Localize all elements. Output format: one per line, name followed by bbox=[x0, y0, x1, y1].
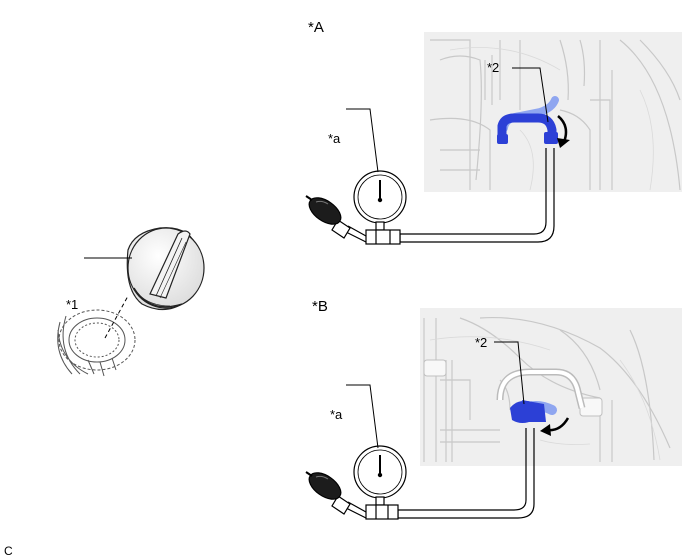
panel-a-hand-pump bbox=[305, 195, 367, 243]
panel-b-highlighted-hose bbox=[510, 400, 557, 423]
panel-a-pressure-gauge bbox=[353, 170, 407, 245]
panel-b-pressure-gauge bbox=[353, 445, 407, 520]
callout-2-top: *2 bbox=[487, 60, 500, 75]
panel-a-highlighted-hose bbox=[497, 96, 559, 144]
fuel-cap-illustration bbox=[57, 227, 205, 377]
callout-1: *1 bbox=[66, 297, 79, 312]
callout-a-bottom: *a bbox=[330, 407, 343, 422]
panel-a-callout-a-leader bbox=[346, 108, 379, 173]
callout-2-bottom: *2 bbox=[475, 335, 488, 350]
panel-b-label: *B bbox=[312, 298, 328, 315]
filler-neck bbox=[57, 309, 136, 377]
callout-a-top: *a bbox=[328, 131, 341, 146]
cap-axis-line bbox=[104, 295, 129, 339]
panel-b-rotate-arrowhead bbox=[540, 424, 551, 436]
panel-b-callout-a-leader bbox=[346, 384, 379, 449]
panel-a-label: *A bbox=[308, 19, 324, 36]
panel-a-engine-bay bbox=[424, 32, 682, 192]
panel-b-engine-bay bbox=[420, 308, 682, 466]
panel-a bbox=[305, 32, 682, 245]
panel-b-hand-pump bbox=[305, 471, 367, 519]
panel-b bbox=[305, 308, 682, 520]
fuel-cap bbox=[126, 227, 205, 311]
panel-a-callout-2-leader bbox=[512, 67, 549, 123]
panel-b-callout-2-leader bbox=[494, 341, 525, 405]
panel-a-rotate-arrowhead bbox=[557, 138, 570, 148]
illustration-code: C bbox=[4, 544, 13, 558]
